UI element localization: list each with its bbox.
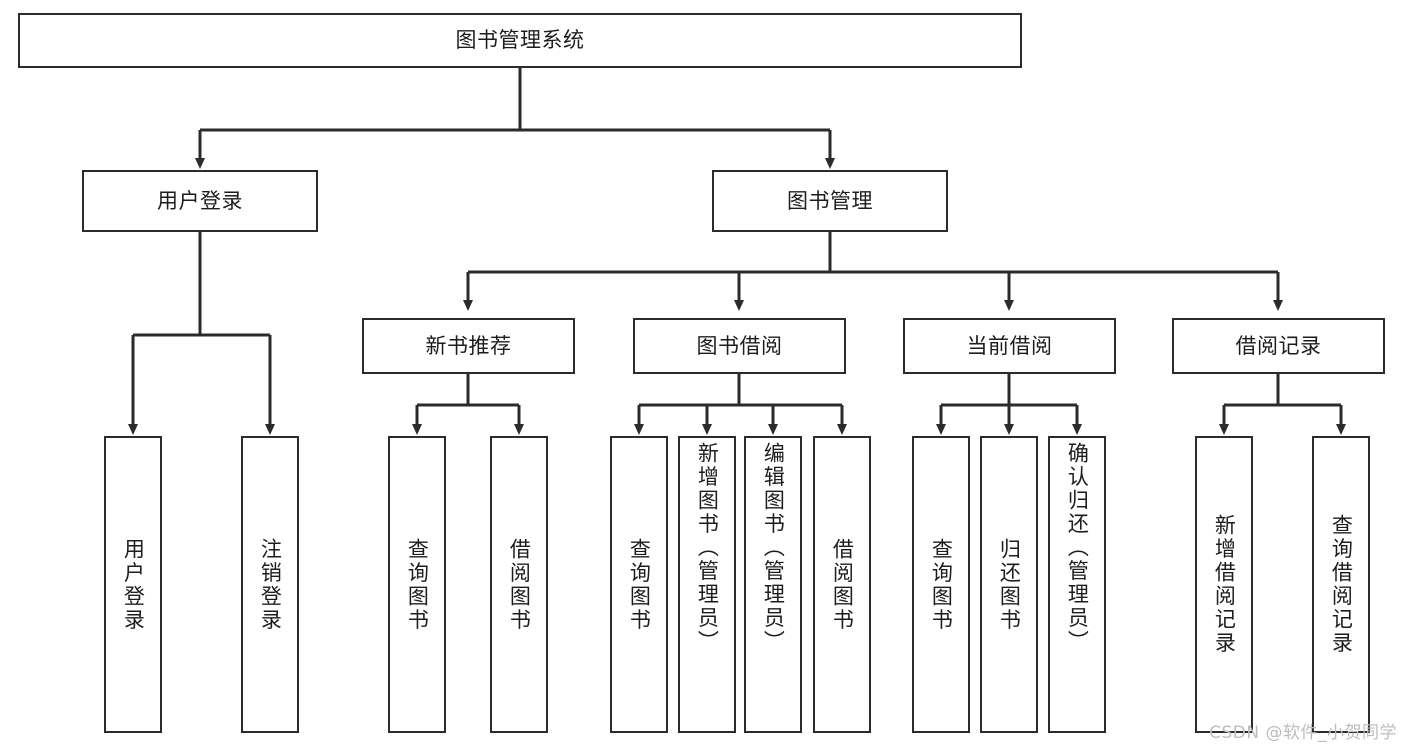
borrow-record-to-leaves-connector <box>1219 374 1346 435</box>
leaf-user-login-label: 用户登录 <box>121 537 146 632</box>
leaf-edit-book[interactable]: 编辑图书（管理员） <box>744 436 802 733</box>
leaf-add-record-label: 新增借阅记录 <box>1212 514 1237 655</box>
watermark-text: CSDN @软件_小贺同学 <box>1209 723 1397 743</box>
node-current-borrow-label: 当前借阅 <box>966 333 1053 358</box>
leaf-confirm-return-label: 确认归还（管理员） <box>1065 442 1090 654</box>
leaf-add-book[interactable]: 新增图书（管理员） <box>678 436 736 733</box>
node-current-borrow[interactable]: 当前借阅 <box>903 318 1116 374</box>
leaf-query-book-2-label: 查询图书 <box>627 537 652 632</box>
leaf-logout-label: 注销登录 <box>258 537 283 632</box>
node-new-book-recommend-label: 新书推荐 <box>425 333 512 358</box>
node-borrow-record[interactable]: 借阅记录 <box>1172 318 1385 374</box>
node-book-manage-label: 图书管理 <box>787 188 873 213</box>
book-manage-to-level3-connector <box>463 232 1283 311</box>
leaf-edit-book-label: 编辑图书（管理员） <box>761 442 786 654</box>
root-to-level2-connector <box>195 68 835 169</box>
node-book-manage[interactable]: 图书管理 <box>712 170 948 232</box>
leaf-borrow-book-2-label: 借阅图书 <box>830 537 855 632</box>
leaf-add-book-label: 新增图书（管理员） <box>695 442 720 654</box>
node-book-borrow[interactable]: 图书借阅 <box>633 318 846 374</box>
node-user-login[interactable]: 用户登录 <box>82 170 318 232</box>
node-user-login-label: 用户登录 <box>157 188 243 213</box>
leaf-query-book-3-label: 查询图书 <box>929 537 954 632</box>
leaf-logout[interactable]: 注销登录 <box>241 436 299 733</box>
leaf-return-book-label: 归还图书 <box>997 537 1022 632</box>
leaf-query-record[interactable]: 查询借阅记录 <box>1312 436 1370 733</box>
leaf-query-record-label: 查询借阅记录 <box>1329 514 1354 655</box>
leaf-query-book-2[interactable]: 查询图书 <box>610 436 668 733</box>
node-root-label: 图书管理系统 <box>455 28 585 53</box>
leaf-confirm-return[interactable]: 确认归还（管理员） <box>1048 436 1106 733</box>
node-borrow-record-label: 借阅记录 <box>1235 333 1322 358</box>
leaf-add-record[interactable]: 新增借阅记录 <box>1195 436 1253 733</box>
leaf-user-login[interactable]: 用户登录 <box>104 436 162 733</box>
current-borrow-to-leaves-connector <box>936 374 1082 435</box>
leaf-return-book[interactable]: 归还图书 <box>980 436 1038 733</box>
book-borrow-to-leaves-connector <box>634 374 847 435</box>
new-book-recommend-to-leaves-connector <box>412 374 524 435</box>
node-new-book-recommend[interactable]: 新书推荐 <box>362 318 575 374</box>
leaf-query-book-3[interactable]: 查询图书 <box>912 436 970 733</box>
node-root[interactable]: 图书管理系统 <box>18 13 1022 68</box>
user-login-to-leaves-connector <box>128 232 275 435</box>
leaf-query-book-1[interactable]: 查询图书 <box>388 436 446 733</box>
leaf-borrow-book-2[interactable]: 借阅图书 <box>813 436 871 733</box>
node-book-borrow-label: 图书借阅 <box>696 333 783 358</box>
leaf-borrow-book-1[interactable]: 借阅图书 <box>490 436 548 733</box>
leaf-borrow-book-1-label: 借阅图书 <box>507 537 532 632</box>
leaf-query-book-1-label: 查询图书 <box>405 537 430 632</box>
